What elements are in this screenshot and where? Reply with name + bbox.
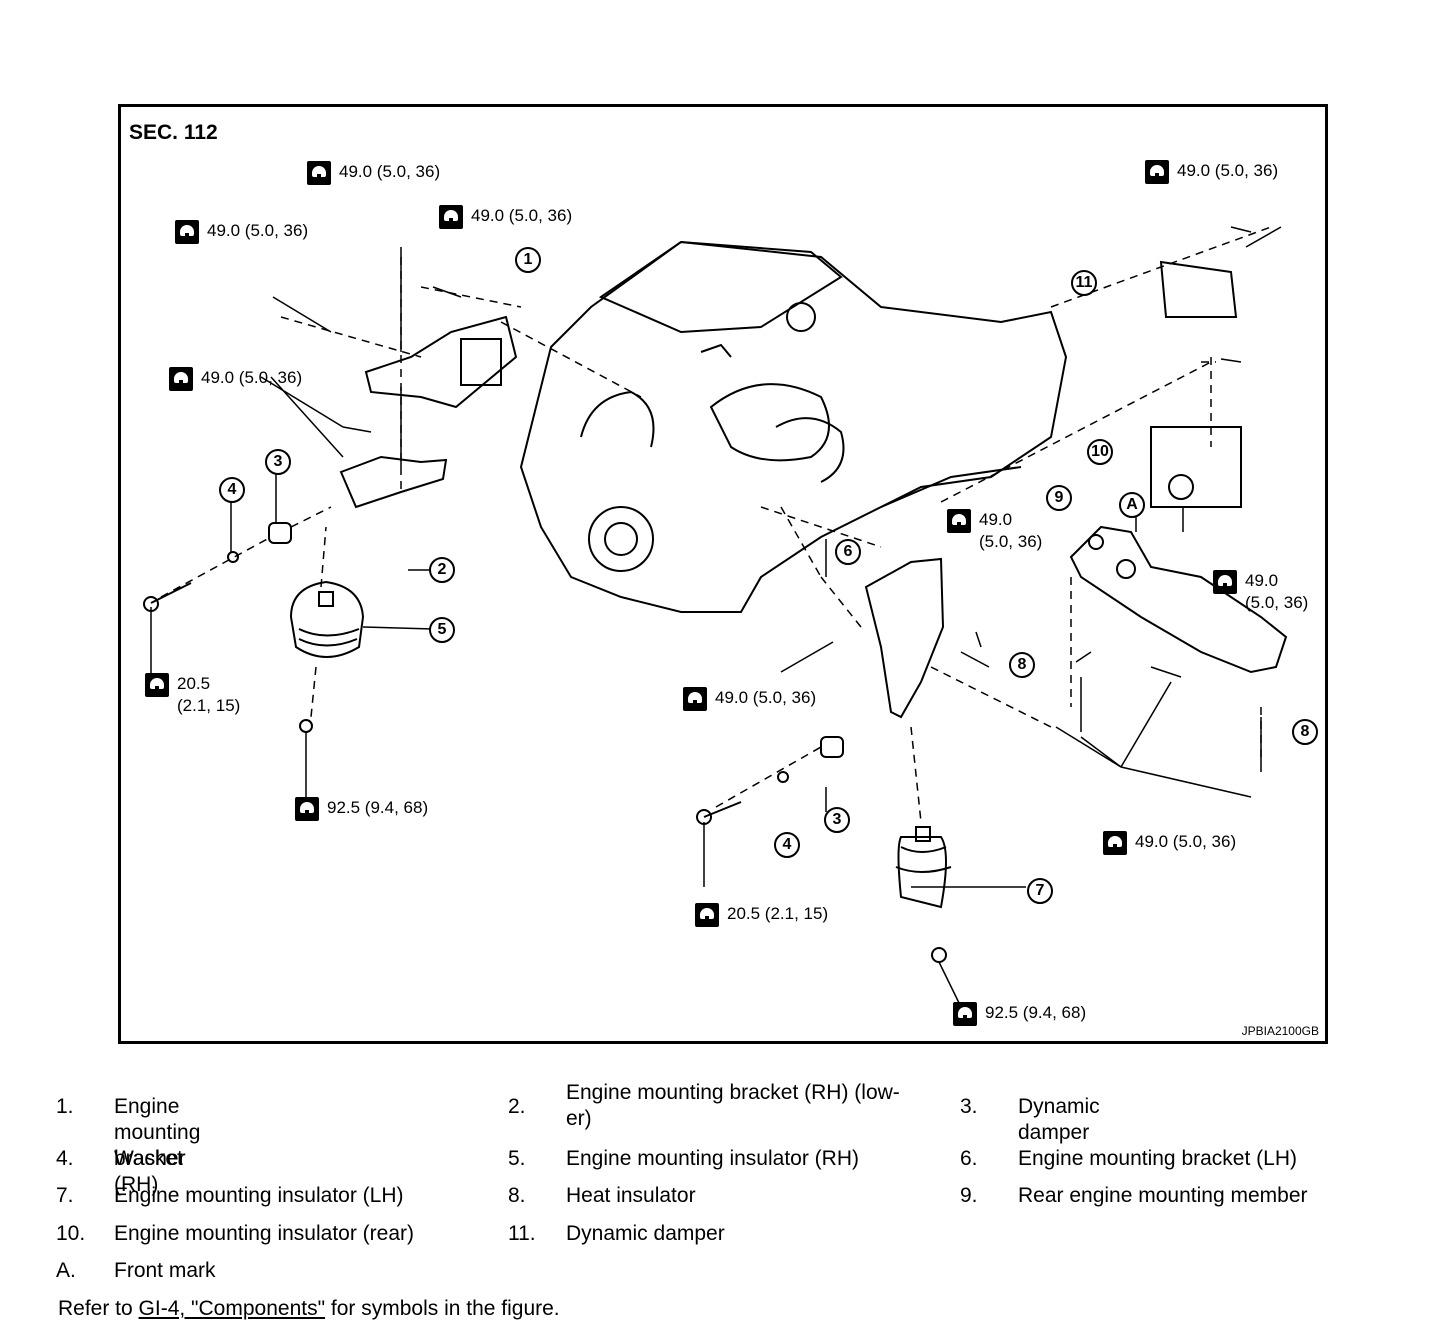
torque-value: 49.0 (5.0, 36) (207, 221, 309, 240)
legend-number: A. (56, 1259, 76, 1282)
torque-label: 20.5 (2.1, 15) (695, 903, 828, 927)
legend-number: 7. (56, 1184, 74, 1207)
torque-wrench-icon (947, 509, 971, 533)
callout-5: 5 (429, 617, 455, 643)
legend-label: Rear engine mounting member (1018, 1184, 1308, 1207)
reference-note: Refer to GI-4, "Components" for symbols … (58, 1297, 560, 1321)
torque-label: 49.0 (5.0, 36) (439, 205, 572, 229)
insulator-rh (289, 580, 365, 733)
torque-label: 20.5 (2.1, 15) (145, 673, 240, 717)
torque-wrench-icon (439, 205, 463, 229)
torque-wrench-icon (1213, 570, 1237, 594)
legend-label: Heat insulator (566, 1184, 696, 1207)
torque-value: 49.0 (1245, 571, 1279, 590)
torque-label: 49.0 (5.0, 36) (1145, 160, 1278, 184)
torque-label: 49.0 (5.0, 36) (683, 687, 816, 711)
torque-label: 49.0 (5.0, 36) (1103, 831, 1236, 855)
callout-6: 6 (835, 539, 861, 565)
torque-label: 49.0 (5.0, 36) (307, 161, 440, 185)
callout-10: 10 (1087, 439, 1113, 465)
torque-value: 49.0 (5.0, 36) (1177, 161, 1279, 180)
leader-lines (150, 226, 1282, 1008)
torque-wrench-icon (953, 1002, 977, 1026)
callout-A: A (1119, 492, 1145, 518)
torque-label: 92.5 (9.4, 68) (953, 1002, 1086, 1026)
torque-value: 49.0 (5.0, 36) (1135, 832, 1237, 851)
legend-number: 5. (508, 1147, 526, 1170)
legend-label: Engine mounting bracket (RH) (114, 1095, 201, 1196)
note-prefix: Refer to (58, 1297, 139, 1320)
torque-value: (5.0, 36) (1245, 593, 1309, 612)
torque-label: 92.5 (9.4, 68) (295, 797, 428, 821)
legend-number: 3. (960, 1095, 978, 1118)
engine-assembly (519, 240, 1068, 613)
legend-number: 6. (960, 1147, 978, 1170)
callout-3: 3 (824, 807, 850, 833)
torque-wrench-icon (169, 367, 193, 391)
callout-3: 3 (265, 449, 291, 475)
callout-2: 2 (429, 557, 455, 583)
torque-value: 92.5 (9.4, 68) (327, 798, 429, 817)
callout-1: 1 (515, 247, 541, 273)
components-link[interactable]: GI-4, "Components" (138, 1297, 326, 1320)
rear-mount-member (1069, 260, 1288, 674)
torque-label: 49.0 (5.0, 36) (1213, 570, 1308, 614)
bracket-lh (696, 557, 952, 963)
torque-value: 92.5 (9.4, 68) (985, 1003, 1087, 1022)
legend-label: Engine mounting bracket (RH) (low- er) (566, 1081, 900, 1130)
torque-value: 49.0 (5.0, 36) (471, 206, 573, 225)
dashed-lines (160, 226, 1272, 823)
bracket-rh (339, 315, 518, 509)
callout-8: 8 (1292, 719, 1318, 745)
legend-number: 2. (508, 1095, 526, 1118)
torque-value: 49.0 (5.0, 36) (201, 368, 303, 387)
legend-number: 4. (56, 1147, 74, 1170)
callout-11: 11 (1071, 270, 1097, 296)
callout-4: 4 (219, 477, 245, 503)
legend-label: Engine mounting bracket (LH) (1018, 1147, 1297, 1170)
diagram-drawing (143, 226, 1288, 1008)
torque-wrench-icon (145, 673, 169, 697)
note-suffix: for symbols in the figure. (325, 1297, 560, 1320)
parts-diagram: SEC. 112 JPBIA2100GB 49.0 (5.0, 36) 49.0… (118, 104, 1328, 1044)
torque-wrench-icon (683, 687, 707, 711)
torque-wrench-icon (307, 161, 331, 185)
legend-label: Dynamic damper (1018, 1095, 1100, 1144)
torque-wrench-icon (695, 903, 719, 927)
torque-wrench-icon (175, 220, 199, 244)
torque-value: (2.1, 15) (177, 696, 241, 715)
legend-label: Washer (114, 1147, 186, 1170)
torque-wrench-icon (295, 797, 319, 821)
torque-wrench-icon (1145, 160, 1169, 184)
legend-number: 11. (508, 1222, 536, 1245)
legend-label: Front mark (114, 1259, 216, 1282)
legend-label: Engine mounting insulator (rear) (114, 1222, 414, 1245)
legend-number: 1. (56, 1095, 74, 1118)
figure-id: JPBIA2100GB (1241, 1024, 1319, 1038)
torque-wrench-icon (1103, 831, 1127, 855)
damper-rh (143, 522, 292, 612)
torque-value: (5.0, 36) (979, 532, 1043, 551)
torque-value: 49.0 (5.0, 36) (715, 688, 817, 707)
torque-label: 49.0 (5.0, 36) (175, 220, 308, 244)
torque-label: 49.0 (5.0, 36) (947, 509, 1042, 553)
legend-number: 8. (508, 1184, 526, 1207)
legend-number: 10. (56, 1222, 86, 1245)
callout-7: 7 (1027, 878, 1053, 904)
torque-value: 20.5 (177, 674, 211, 693)
legend-label: Engine mounting insulator (LH) (114, 1184, 404, 1207)
legend-number: 9. (960, 1184, 978, 1207)
torque-value: 49.0 (979, 510, 1013, 529)
legend-label: Engine mounting insulator (RH) (566, 1147, 859, 1170)
callout-9: 9 (1046, 485, 1072, 511)
torque-label: 49.0 (5.0, 36) (169, 367, 302, 391)
torque-value: 49.0 (5.0, 36) (339, 162, 441, 181)
legend-label: Dynamic damper (566, 1222, 725, 1245)
callout-4: 4 (774, 832, 800, 858)
torque-value: 20.5 (2.1, 15) (727, 904, 829, 923)
section-label: SEC. 112 (129, 121, 218, 144)
callout-8: 8 (1009, 652, 1035, 678)
